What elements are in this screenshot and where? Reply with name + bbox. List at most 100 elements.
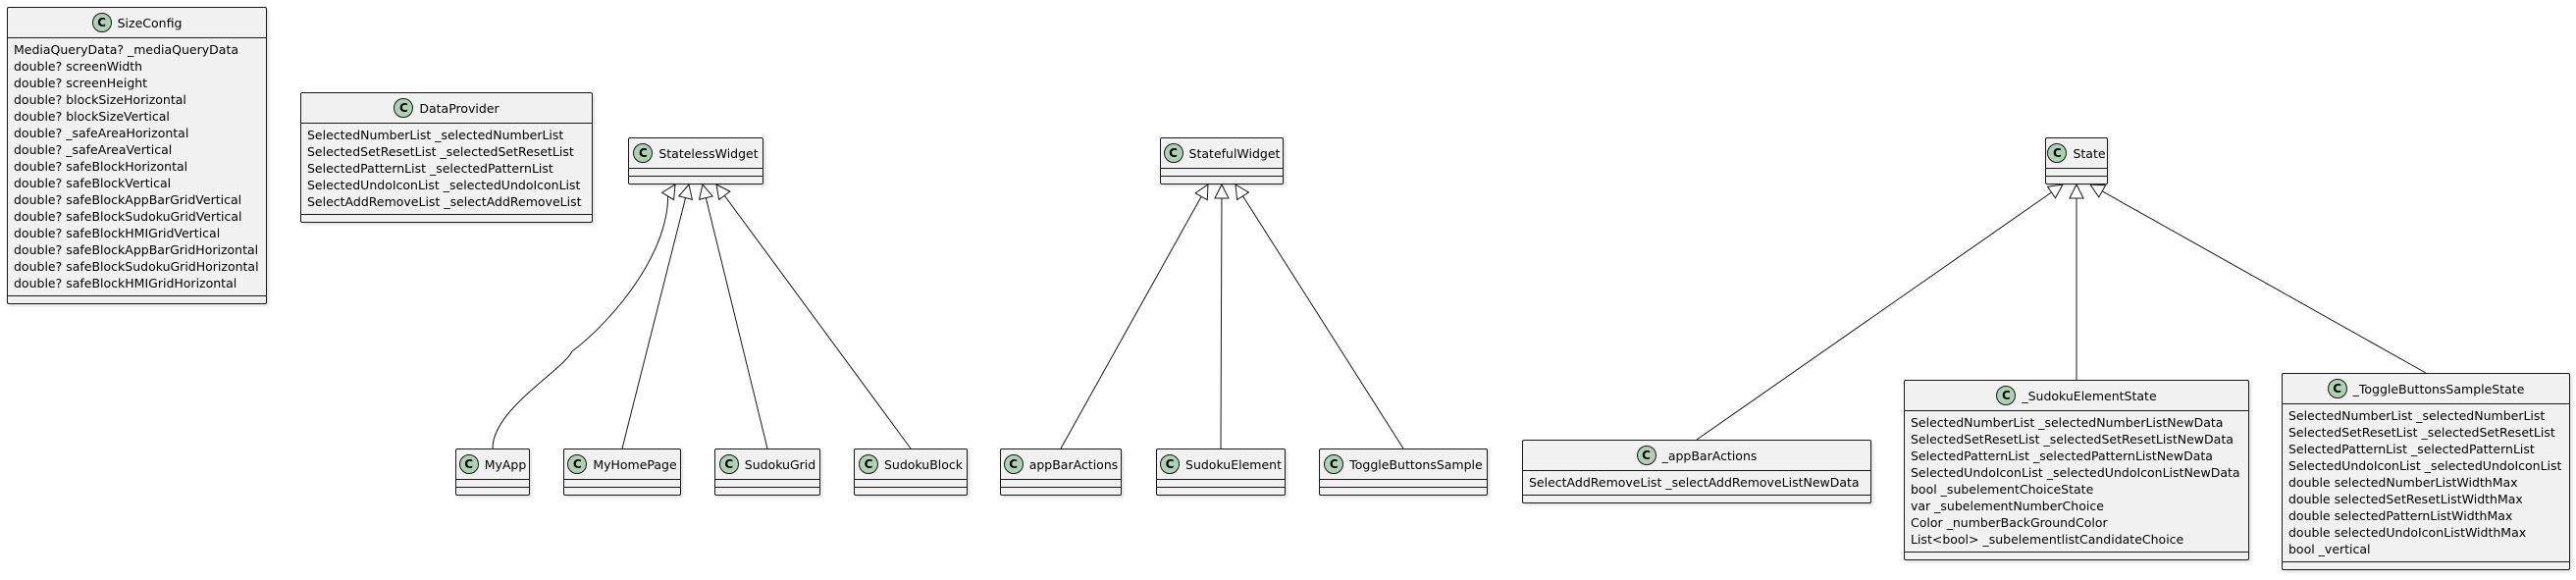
class-field: SelectedSetResetList _selectedSetResetLi… [307, 144, 574, 159]
inheritance-arrowhead [660, 184, 676, 201]
class-icon: C [1996, 386, 2017, 405]
class-field: double? _safeAreaHorizontal [14, 126, 189, 140]
class-fields [1001, 479, 1121, 487]
class-name: DataProvider [419, 100, 499, 116]
class-methods [1001, 487, 1121, 495]
class-fields [1161, 168, 1283, 176]
inheritance-arrowhead [677, 183, 694, 200]
class-methods [2046, 176, 2107, 184]
class-field: double? screenWidth [14, 59, 143, 74]
class-field: double? safeBlockAppBarGridVertical [14, 192, 242, 207]
inheritance-arrowhead [2046, 184, 2064, 199]
class-fields: SelectedNumberList _selectedNumberListNe… [1905, 410, 2248, 552]
class-fields: SelectAddRemoveList _selectAddRemoveList… [1523, 470, 1870, 495]
class-methods [1523, 495, 1870, 502]
class-field: SelectedSetResetList _selectedSetResetLi… [1911, 432, 2234, 447]
class-name: StatefulWidget [1188, 145, 1281, 161]
class-field: double selectedSetResetListWidthMax [2288, 492, 2523, 506]
class-icon: C [91, 13, 112, 32]
class-field: double? safeBlockHMIGridHorizontal [14, 276, 237, 290]
class-field: SelectedPatternList _selectedPatternList [2288, 442, 2535, 456]
class-name: State [2073, 145, 2106, 161]
class-field: SelectedNumberList _selectedNumberList [2288, 408, 2546, 423]
class-field: double? safeBlockSudokuGridVertical [14, 209, 242, 224]
edge-line [705, 197, 768, 449]
class-sudoku-grid: C SudokuGrid [714, 448, 820, 496]
class-field: double selectedPatternListWidthMax [2288, 508, 2513, 523]
class-methods [2283, 561, 2569, 569]
class-header: C ToggleButtonsSample [1320, 449, 1487, 479]
class-methods [855, 487, 967, 495]
class-field: double? safeBlockAppBarGridHorizontal [14, 242, 259, 257]
class-icon: C [2327, 379, 2347, 398]
edge-line [2101, 190, 2427, 374]
class-name: MyApp [484, 456, 527, 472]
class-methods [301, 214, 592, 222]
class-icon: C [1003, 454, 1024, 474]
class-name: SudokuElement [1185, 456, 1282, 472]
class-name: _SudokuElementState [2022, 388, 2157, 403]
class-icon: C [1324, 454, 1344, 474]
class-field: List<bool> _subelementlistCandidateChoic… [1911, 532, 2184, 547]
class-header: C_ToggleButtonsSampleState [2283, 374, 2569, 403]
class-methods [1157, 487, 1285, 495]
class-field: SelectAddRemoveList _selectAddRemoveList… [1529, 475, 1860, 490]
class-fields [855, 479, 967, 487]
class-icon: C [1160, 454, 1181, 474]
class-fields: MediaQueryData? _mediaQueryData double? s… [8, 37, 266, 295]
class-field: double? blockSizeVertical [14, 109, 170, 124]
class-name: SudokuGrid [744, 456, 816, 472]
inheritance-arrowhead [715, 184, 731, 201]
edge-line [1220, 197, 1223, 449]
class-icon: C [567, 454, 588, 474]
class-field: double? safeBlockHMIGridVertical [14, 226, 221, 240]
class-fields [715, 479, 819, 487]
class-toggle-buttons-sample: C ToggleButtonsSample [1319, 448, 1488, 496]
class-icon: C [718, 454, 739, 474]
class-field: MediaQueryData? _mediaQueryData [14, 42, 239, 57]
class-fields [1157, 479, 1285, 487]
class-field: double? safeBlockVertical [14, 176, 172, 190]
class-name: appBarActions [1028, 456, 1119, 472]
inheritance-edge [2069, 183, 2084, 380]
class-header: C_appBarActions [1523, 441, 1870, 470]
class-fields [1320, 479, 1487, 487]
class-icon: C [633, 143, 654, 163]
class-field: double selectedUndoIconListWidthMax [2288, 525, 2527, 540]
class-name: ToggleButtonsSample [1349, 456, 1483, 472]
class-methods [564, 487, 680, 495]
class-methods [8, 295, 266, 303]
class-fields [564, 479, 680, 487]
class-field: SelectAddRemoveList _selectAddRemoveList [307, 194, 582, 209]
class-methods [456, 487, 529, 495]
class-fields [456, 479, 529, 487]
class-field: SelectedNumberList _selectedNumberList [307, 128, 564, 142]
class-field: SelectedUndoIconList _selectedUndoIconLi… [1911, 465, 2240, 480]
class-field: bool _subelementChoiceState [1911, 482, 2094, 497]
class-field: SelectedUndoIconList _selectedUndoIconLi… [307, 178, 581, 192]
class-icon: C [858, 454, 878, 474]
class-field: SelectedPatternList _selectedPatternList [307, 161, 553, 176]
class-header: C SudokuGrid [715, 449, 819, 479]
inheritance-edge [2089, 184, 2427, 374]
class-methods [1320, 487, 1487, 495]
edge-line [621, 197, 687, 449]
